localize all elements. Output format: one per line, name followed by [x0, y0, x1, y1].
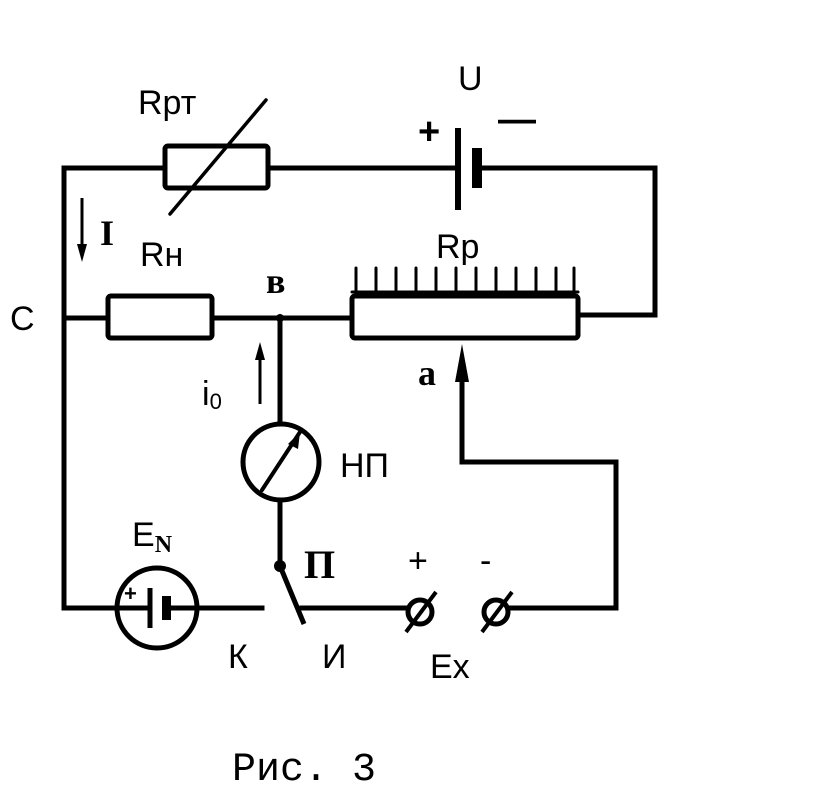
battery-u	[455, 128, 482, 210]
label-rpt: Rрт	[138, 84, 196, 122]
wire-top-right	[477, 165, 658, 318]
labels: U + — Rрт I Rн С в Rр a i0 НП EN П + - К…	[10, 60, 536, 785]
label-switch-i: И	[322, 638, 346, 676]
standard-cell-en: +	[114, 565, 200, 651]
label-slider-a: a	[418, 353, 436, 393]
node-v-dot	[276, 314, 284, 322]
label-u-minus: —	[498, 99, 536, 141]
current-arrow-i0	[255, 342, 265, 404]
label-en: EN	[132, 516, 173, 558]
label-ex: Ex	[430, 648, 470, 686]
label-i0: i0	[202, 375, 222, 414]
label-rp: Rр	[436, 228, 479, 266]
wire-ex-slider	[459, 377, 619, 611]
figure-caption: Рис. 3	[232, 748, 376, 785]
label-rn: Rн	[140, 236, 183, 274]
label-ex-minus: -	[480, 542, 491, 580]
label-current-i: I	[100, 213, 114, 253]
wire-left-vertical	[61, 165, 121, 611]
svg-text:+: +	[124, 581, 137, 606]
slider-arrow-icon	[455, 344, 469, 382]
label-k: К	[228, 638, 248, 676]
label-u-plus: +	[418, 111, 440, 153]
label-np: НП	[340, 447, 389, 485]
resistor-rpt	[162, 98, 271, 216]
ex-terminal-minus	[480, 590, 514, 634]
label-switch-p: П	[304, 542, 335, 587]
ex-terminal-plus	[404, 590, 438, 634]
label-c: С	[10, 300, 35, 338]
label-u: U	[458, 60, 483, 98]
resistor-rn	[105, 293, 215, 341]
current-arrow-i	[77, 198, 87, 262]
label-ex-plus: +	[408, 542, 428, 580]
switch-p	[274, 560, 307, 625]
rheostat-scale-ticks	[350, 266, 580, 294]
rheostat-rp	[349, 266, 581, 382]
label-node-v: в	[266, 261, 285, 301]
galvanometer-np	[240, 421, 322, 503]
